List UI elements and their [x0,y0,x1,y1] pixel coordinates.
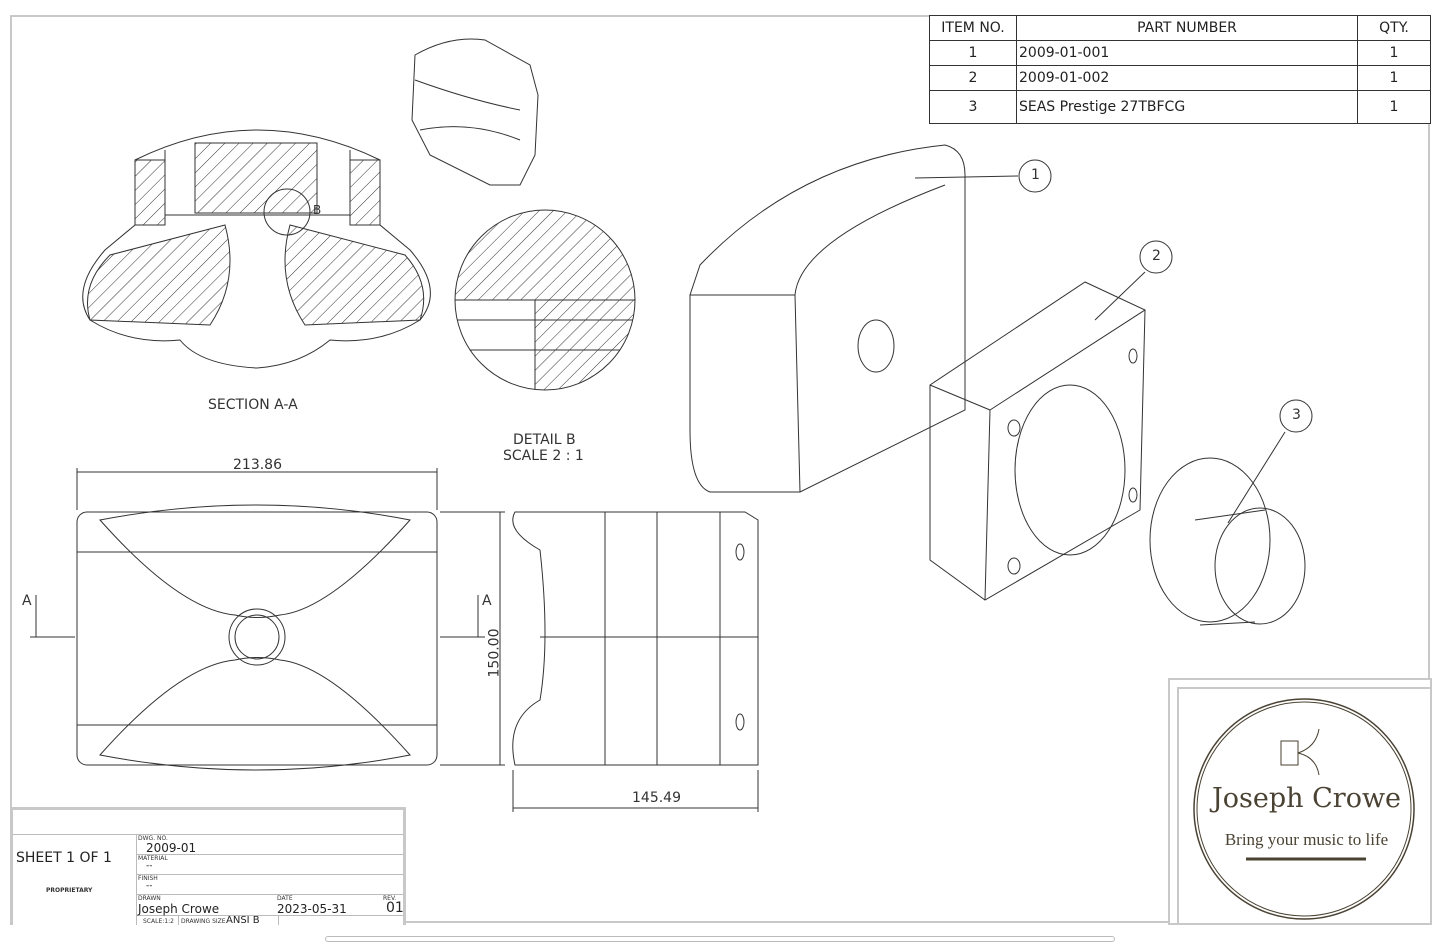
bom-qty: 1 [1357,90,1431,124]
size-label: DRAWING SIZE [181,918,226,925]
balloon-3: 3 [1292,407,1301,423]
bom-header-qty: QTY. [1357,15,1431,41]
logo-name: Joseph Crowe [1211,783,1402,814]
logo-tagline: Bring your music to life [1224,830,1389,849]
detail-marker: B [313,203,322,217]
dimension-depth: 145.49 [632,790,681,806]
dwg-no-label: DWG. NO. [138,835,168,842]
material: -- [146,861,153,871]
bom-part: 2009-01-001 [1016,40,1358,66]
drawn-by: Joseph Crowe [138,902,220,916]
logo-frame [1168,678,1432,925]
finish: -- [146,881,153,891]
material-label: MATERIAL [138,855,168,862]
proprietary-label: PROPRIETARY [46,887,93,894]
revision: 01 [386,900,404,916]
sheet-number: SHEET 1 OF 1 [16,850,112,866]
dimension-height: 150.00 [486,628,503,678]
section-marker-left: A [22,593,32,609]
logo-seal [1193,698,1415,920]
detail-scale: SCALE 2 : 1 [503,448,584,464]
section-marker-right: A [482,593,492,609]
front-view [30,468,505,771]
side-view [512,511,759,812]
bom-item: 2 [929,65,1017,91]
rev-label: REV. [383,895,397,902]
bom-item: 3 [929,90,1017,124]
scale: SCALE:1:2 [143,918,174,925]
drawing-sheet-border [10,15,1430,923]
dimension-width: 213.86 [233,457,282,473]
logo-panel: Joseph Crowe Bring your music to life [1177,687,1432,925]
horizontal-scrollbar[interactable] [325,936,1115,942]
date-label: DATE [277,895,293,902]
drawn-label: DRAWN [138,895,161,902]
bom-qty: 1 [1357,40,1431,66]
balloon-2: 2 [1152,248,1161,264]
detail-label: DETAIL B [513,432,576,448]
detail-b-view [454,209,636,391]
exploded-isometric-view [689,144,1313,626]
drawing-size: ANSI B [226,915,260,926]
title-block: SHEET 1 OF 1 PROPRIETARY DWG. NO. 2009-0… [10,807,406,926]
speaker-icon [1280,740,1299,766]
date: 2023-05-31 [277,902,347,916]
section-label: SECTION A-A [208,397,298,413]
section-a-a-view [82,129,431,369]
dwg-no: 2009-01 [146,841,197,855]
bom-part: 2009-01-002 [1016,65,1358,91]
finish-label: FINISH [138,875,158,882]
isometric-small-view [411,38,539,186]
balloon-1: 1 [1031,167,1040,183]
bom-part: SEAS Prestige 27TBFCG [1016,90,1358,124]
